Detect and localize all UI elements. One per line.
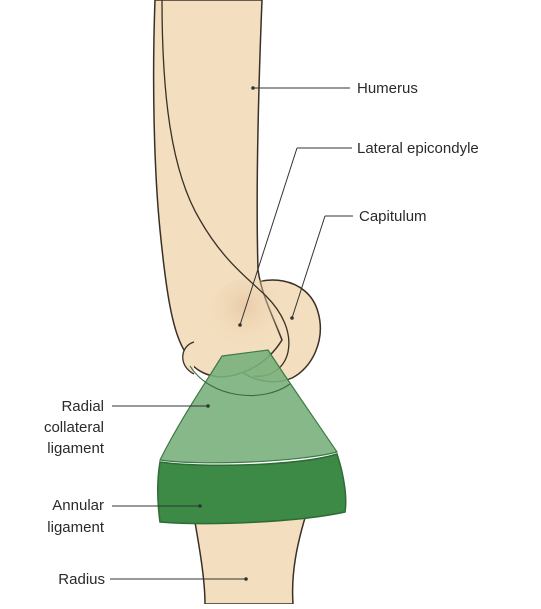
label-radial-collateral-2: collateral [44,418,104,437]
label-radius: Radius [58,570,105,589]
dot-humerus [251,86,255,90]
label-annular-2: ligament [47,518,104,537]
annular-ligament-shape [158,454,346,524]
dot-capitulum [290,316,294,320]
label-lateral-epicondyle: Lateral epicondyle [357,139,479,158]
epicondyle-shading [208,278,288,358]
label-annular-1: Annular [52,496,104,515]
label-radial-collateral-3: ligament [47,439,104,458]
label-capitulum: Capitulum [359,207,427,226]
dot-lateral-epicondyle [238,323,242,327]
dot-radius [244,577,248,581]
dot-radial-collateral [206,404,210,408]
dot-annular [198,504,202,508]
label-humerus: Humerus [357,79,418,98]
label-radial-collateral-1: Radial [61,397,104,416]
